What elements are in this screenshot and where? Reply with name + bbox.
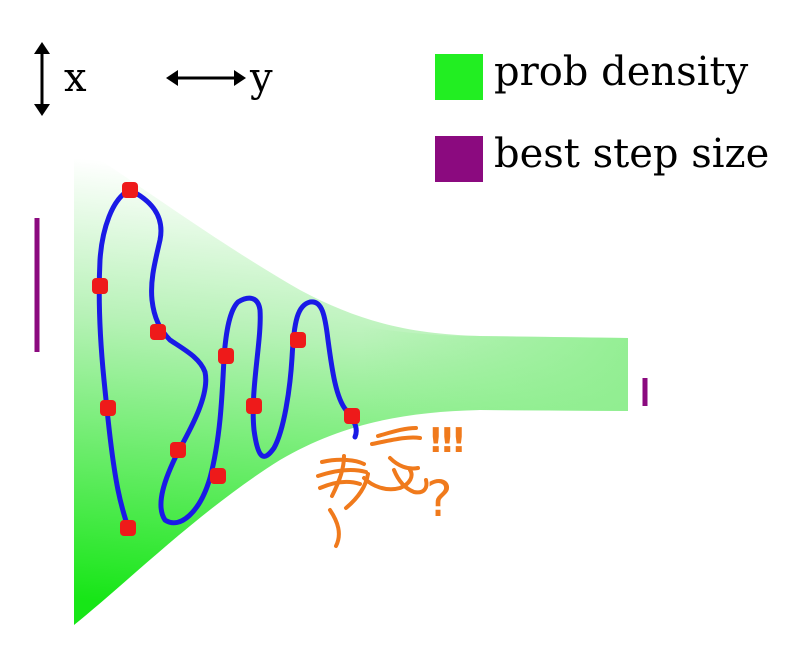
- sample-point-3: [150, 324, 166, 340]
- double-arrow-vertical-icon: [34, 42, 50, 116]
- legend-label-best-step-size: best step size: [494, 131, 770, 177]
- annotation-question: ?: [426, 470, 453, 528]
- x-axis-label: x: [64, 55, 87, 101]
- sample-point-11: [344, 408, 360, 424]
- annotation-exclamations: !!!: [428, 421, 466, 461]
- sample-points: [92, 182, 360, 536]
- sample-point-2: [92, 278, 108, 294]
- legend-swatch-prob-density: [435, 54, 483, 100]
- double-arrow-horizontal-icon: [166, 70, 246, 86]
- sampler-trajectory: [96, 187, 359, 531]
- sample-point-5: [170, 442, 186, 458]
- sample-point-10: [290, 332, 306, 348]
- legend-swatch-best-step-size: [435, 136, 483, 182]
- sample-point-6: [120, 520, 136, 536]
- sample-point-4: [100, 400, 116, 416]
- y-axis-label: y: [250, 55, 273, 101]
- prob-density-region: [74, 142, 628, 625]
- sample-point-7: [218, 348, 234, 364]
- sample-point-1: [122, 182, 138, 198]
- sample-point-8: [210, 468, 226, 484]
- annotation-scribble: [316, 426, 429, 548]
- legend-label-prob-density: prob density: [494, 49, 749, 95]
- sample-point-9: [246, 398, 262, 414]
- prob-density-tail: [360, 326, 628, 422]
